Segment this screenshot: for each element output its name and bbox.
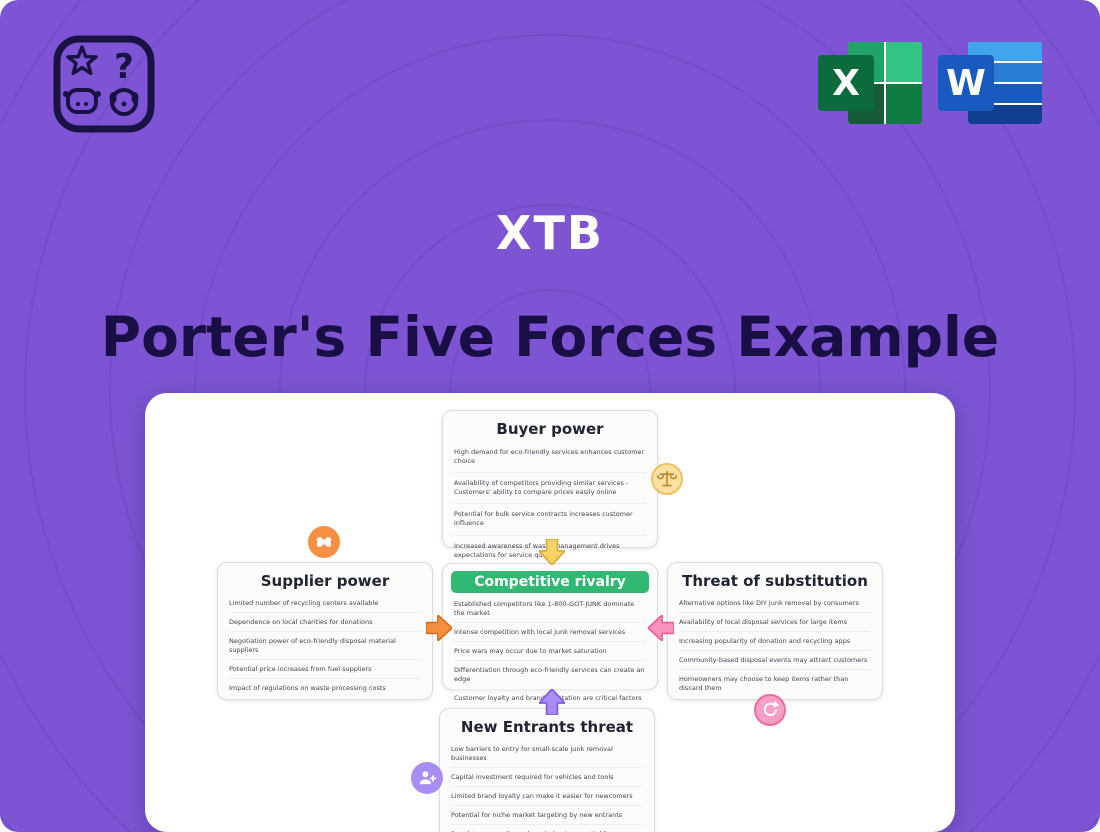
box-title-pill: Competitive rivalry bbox=[451, 571, 649, 593]
excel-icon[interactable]: X bbox=[818, 42, 922, 124]
arrow-right-icon bbox=[426, 615, 452, 641]
threat-of-substitution-box: Threat of substitution Alternative optio… bbox=[667, 562, 883, 700]
cow-icon bbox=[63, 88, 101, 114]
list-item: Limited number of recycling centers avai… bbox=[229, 594, 421, 614]
dog-icon bbox=[109, 88, 139, 116]
list-item: Intense competition with local junk remo… bbox=[454, 623, 646, 643]
list-item: Increasing popularity of donation and re… bbox=[679, 632, 871, 652]
page-title: Porter's Five Forces Example bbox=[100, 305, 1000, 369]
list-item: High demand for eco-friendly services en… bbox=[454, 442, 646, 474]
list-item: Capital investment required for vehicles… bbox=[451, 768, 643, 788]
add-person-icon bbox=[411, 762, 443, 794]
box-title: Threat of substitution bbox=[682, 572, 868, 590]
supplier-power-box: Supplier power Limited number of recycli… bbox=[217, 562, 433, 700]
list-item: Negotiation power of eco-friendly dispos… bbox=[229, 632, 421, 661]
list-item: Regulatory compliance knowledge is essen… bbox=[451, 825, 643, 832]
list-item: Price wars may occur due to market satur… bbox=[454, 642, 646, 662]
list-item: Established competitors like 1-800-GOT-J… bbox=[454, 595, 646, 624]
star-icon bbox=[66, 45, 98, 76]
arrow-up-icon bbox=[539, 689, 565, 715]
box-title: New Entrants threat bbox=[460, 718, 634, 736]
competitive-rivalry-box: Competitive rivalry Established competit… bbox=[442, 563, 658, 702]
list-item: Impact of regulations on waste processin… bbox=[229, 683, 386, 692]
word-letter: W bbox=[938, 55, 994, 111]
list-item: Potential price increases from fuel supp… bbox=[229, 660, 421, 680]
list-item: Community-based disposal events may attr… bbox=[679, 651, 871, 671]
list-item: Low barriers to entry for small-scale ju… bbox=[451, 740, 643, 769]
list-item: Limited brand loyalty can make it easier… bbox=[451, 787, 643, 807]
arrow-down-icon bbox=[539, 539, 565, 565]
arrow-left-icon bbox=[648, 615, 674, 641]
refresh-icon bbox=[754, 694, 786, 726]
scales-icon bbox=[651, 463, 683, 495]
list-item: Availability of local disposal services … bbox=[679, 613, 871, 633]
list-item: Alternative options like DIY junk remova… bbox=[679, 594, 871, 614]
box-items: Low barriers to entry for small-scale ju… bbox=[440, 740, 654, 832]
brand-name: XTB bbox=[496, 206, 604, 260]
new-entrants-box: New Entrants threat Low barriers to entr… bbox=[439, 708, 655, 832]
question-icon: ? bbox=[114, 47, 134, 87]
brand-logo[interactable]: ? bbox=[52, 34, 156, 134]
list-item: Differentiation through eco-friendly ser… bbox=[454, 661, 646, 690]
bone-icon bbox=[308, 526, 340, 558]
excel-letter: X bbox=[818, 55, 874, 111]
box-items: High demand for eco-friendly services en… bbox=[443, 442, 657, 572]
template-card: Buyer power High demand for eco-friendly… bbox=[145, 393, 955, 832]
box-title: Buyer power bbox=[496, 420, 604, 438]
list-item: Dependence on local charities for donati… bbox=[229, 613, 421, 633]
box-items: Alternative options like DIY junk remova… bbox=[668, 594, 882, 704]
box-items: Limited number of recycling centers avai… bbox=[218, 594, 432, 704]
buyer-power-box: Buyer power High demand for eco-friendly… bbox=[442, 410, 658, 559]
word-icon[interactable]: W bbox=[938, 42, 1042, 124]
list-item: Increased awareness of waste management … bbox=[454, 541, 620, 559]
box-title: Supplier power bbox=[260, 572, 390, 590]
list-item: Availability of competitors providing si… bbox=[454, 473, 646, 505]
list-item: Potential for bulk service contracts inc… bbox=[454, 504, 646, 536]
list-item: Homeowners may choose to keep items rath… bbox=[679, 674, 849, 692]
list-item: Potential for niche market targeting by … bbox=[451, 806, 643, 826]
